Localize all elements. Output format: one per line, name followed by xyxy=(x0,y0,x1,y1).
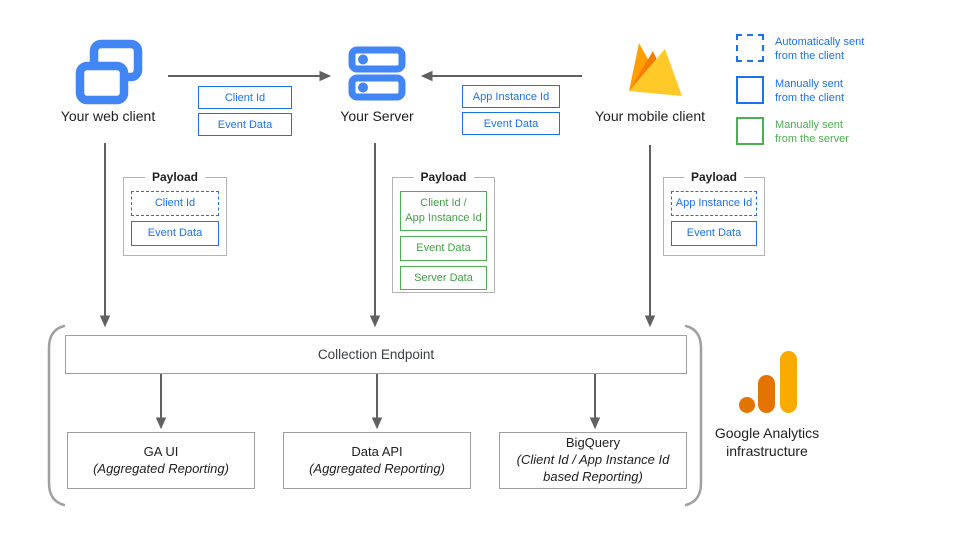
solid-green-swatch xyxy=(736,117,764,145)
service-box-data-api: Data API (Aggregated Reporting) xyxy=(283,432,471,489)
payload-item-event-data: Event Data xyxy=(671,220,757,246)
payload-item-event-data: Event Data xyxy=(131,220,219,246)
payload-web: Payload Client Id Event Data xyxy=(123,170,227,256)
google-analytics-logo xyxy=(725,348,805,423)
collection-endpoint-box: Collection Endpoint xyxy=(65,335,687,374)
service-name: Data API xyxy=(351,443,403,459)
flow-label-event-data-mobile: Event Data xyxy=(462,112,560,135)
service-subtitle: (Aggregated Reporting) xyxy=(93,460,229,476)
payload-item-event-data: Event Data xyxy=(400,235,487,261)
payload-title: Payload xyxy=(683,170,745,184)
payload-title: Payload xyxy=(144,170,206,184)
ga-infrastructure-caption: Google Analytics infrastructure xyxy=(714,425,820,460)
service-box-bigquery: BigQuery (Client Id / App Instance Id ba… xyxy=(499,432,687,489)
service-box-ga-ui: GA UI (Aggregated Reporting) xyxy=(67,432,255,489)
dashed-blue-swatch xyxy=(736,34,764,62)
service-subtitle: (Aggregated Reporting) xyxy=(309,460,445,476)
service-name: BigQuery xyxy=(565,435,621,451)
right-bracket xyxy=(684,324,703,507)
mobile-client-label: Your mobile client xyxy=(595,108,705,124)
web-client-label: Your web client xyxy=(60,108,156,124)
server-icon xyxy=(348,46,406,107)
firebase-icon xyxy=(618,36,692,111)
flow-label-event-data-web: Event Data xyxy=(198,113,292,136)
payload-server: Payload Client Id /App Instance Id Event… xyxy=(392,170,495,293)
payload-item-app-instance-id: App Instance Id xyxy=(671,191,757,216)
solid-blue-swatch xyxy=(736,76,764,104)
flow-label-app-instance-id: App Instance Id xyxy=(462,85,560,108)
payload-title: Payload xyxy=(413,170,474,184)
service-subtitle: (Client Id / App Instance Id based Repor… xyxy=(516,452,670,484)
service-name: GA UI xyxy=(143,443,179,459)
web-client-icon xyxy=(75,38,145,111)
payload-mobile: Payload App Instance Id Event Data xyxy=(663,170,765,256)
payload-item-client-or-app-id: Client Id /App Instance Id xyxy=(400,191,487,231)
server-label: Your Server xyxy=(340,108,414,124)
left-bracket xyxy=(47,324,66,507)
payload-item-client-id: Client Id xyxy=(131,191,219,216)
payload-item-server-data: Server Data xyxy=(400,265,487,291)
flow-label-client-id: Client Id xyxy=(198,86,292,109)
